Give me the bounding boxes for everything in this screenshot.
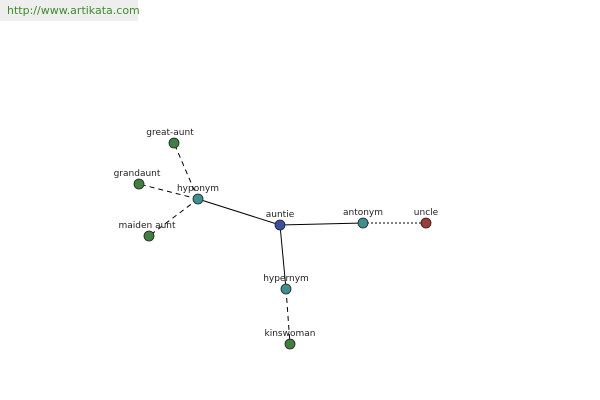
edges-layer (138, 142, 426, 345)
watermark-url[interactable]: http://www.artikata.com (0, 0, 140, 21)
edge-hyponym-to-maiden-aunt (148, 198, 199, 237)
node-uncle[interactable]: uncle (414, 208, 439, 229)
node-maiden-aunt-circle[interactable] (143, 230, 155, 242)
node-hyponym-circle[interactable] (192, 193, 204, 205)
node-hypernym-label: hypernym (263, 274, 309, 284)
edge-hypernym-to-kinswoman (285, 288, 291, 345)
node-maiden-aunt-label: maiden aunt (118, 221, 176, 231)
node-hyponym-label: hyponym (177, 184, 219, 194)
node-grandaunt-label: grandaunt (114, 169, 161, 179)
node-auntie-circle[interactable] (274, 219, 286, 231)
node-uncle-circle[interactable] (420, 217, 432, 229)
node-kinswoman-circle[interactable] (284, 338, 296, 350)
node-grandaunt[interactable]: grandaunt (114, 169, 161, 190)
edge-hyponym-to-grandaunt (138, 183, 199, 200)
node-auntie-label: auntie (266, 210, 295, 220)
node-hyponym[interactable]: hyponym (177, 184, 219, 205)
node-antonym[interactable]: antonym (343, 208, 383, 229)
node-great-aunt-circle[interactable] (168, 137, 180, 149)
node-hypernym-circle[interactable] (280, 283, 292, 295)
node-grandaunt-circle[interactable] (133, 178, 145, 190)
node-kinswoman-label: kinswoman (265, 329, 316, 339)
node-auntie[interactable]: auntie (266, 210, 295, 231)
node-antonym-label: antonym (343, 208, 383, 218)
edge-auntie-to-antonym (279, 222, 364, 226)
node-great-aunt[interactable]: great-aunt (146, 128, 194, 149)
node-hypernym[interactable]: hypernym (263, 274, 309, 295)
node-maiden-aunt[interactable]: maiden aunt (118, 221, 176, 242)
node-antonym-circle[interactable] (357, 217, 369, 229)
edge-auntie-to-hyponym (197, 198, 281, 226)
edge-hyponym-to-great-aunt (173, 142, 199, 200)
node-great-aunt-label: great-aunt (146, 128, 194, 138)
node-kinswoman[interactable]: kinswoman (265, 329, 316, 350)
node-uncle-label: uncle (414, 208, 439, 218)
nodes-layer: auntie hyponym hypernym antonym uncle great-a… (114, 128, 439, 350)
edge-auntie-to-hypernym (279, 224, 287, 290)
